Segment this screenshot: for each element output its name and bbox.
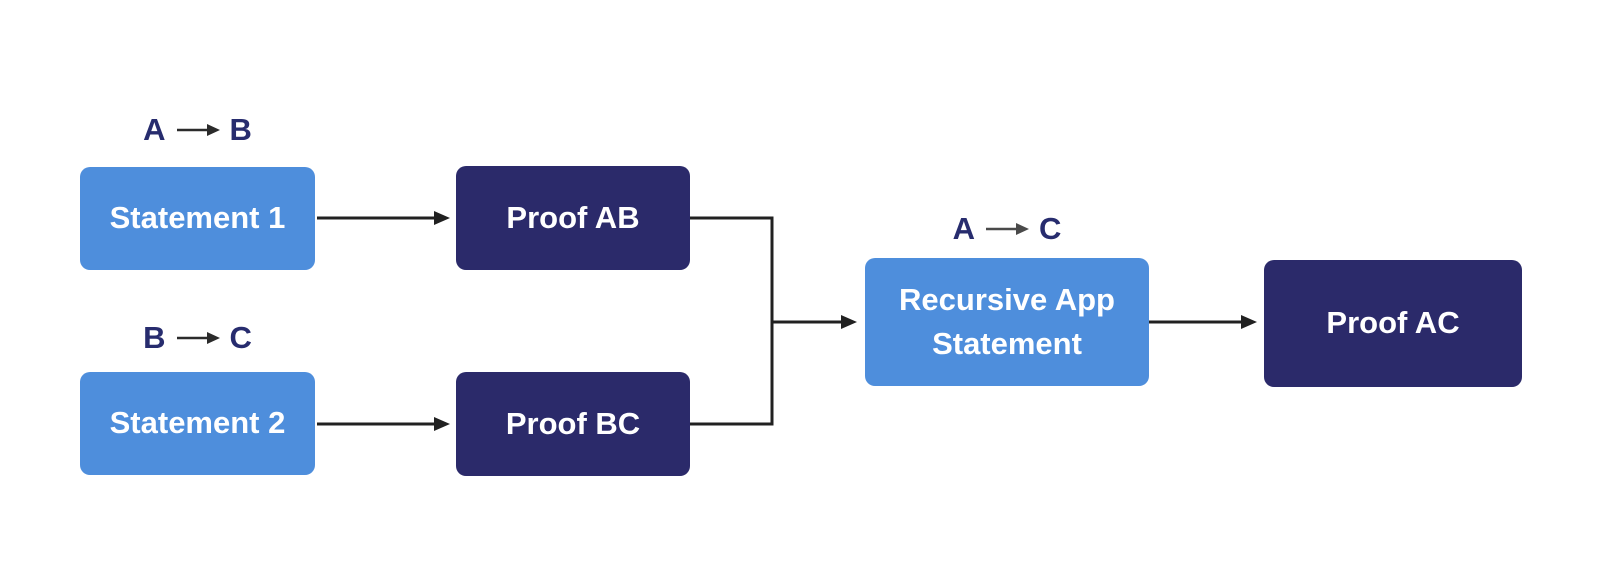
right-arrow-icon [986, 223, 1029, 235]
node-statement-2: Statement 2 [80, 372, 315, 475]
implication-label-a-to-b: A B [80, 112, 315, 148]
node-label: Proof AC [1326, 305, 1460, 341]
label-to: B [229, 112, 252, 147]
label-from: B [143, 320, 166, 355]
label-to: C [1039, 211, 1062, 246]
label-from: A [143, 112, 166, 147]
node-label: Statement 2 [109, 405, 286, 441]
node-label: Proof AB [506, 199, 640, 235]
implication-label-b-to-c: B C [80, 320, 315, 356]
node-proof-bc: Proof BC [456, 372, 690, 476]
node-label: Recursive App Statement [899, 281, 1115, 361]
implication-label-a-to-c: A C [865, 211, 1149, 247]
label-from: A [952, 211, 975, 246]
right-arrow-icon [176, 332, 220, 344]
node-recursive-app-statement: Recursive App Statement [865, 258, 1149, 386]
node-proof-ac: Proof AC [1264, 260, 1522, 387]
node-label: Proof BC [505, 405, 641, 441]
right-arrow-icon [176, 124, 220, 136]
label-to: C [229, 320, 252, 355]
node-statement-1: Statement 1 [80, 167, 315, 270]
node-proof-ab: Proof AB [456, 166, 690, 270]
node-label: Statement 1 [109, 200, 286, 236]
merge-junction-line [690, 216, 774, 426]
